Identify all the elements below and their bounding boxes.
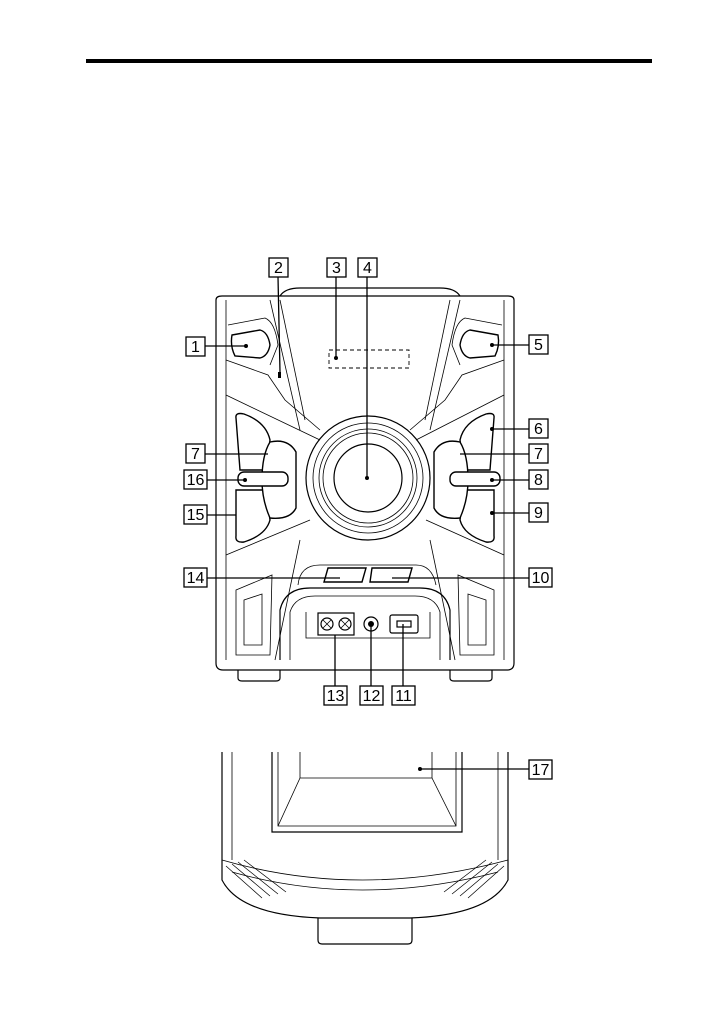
unit-lower-view xyxy=(222,752,508,944)
callout-3: 3 xyxy=(327,258,346,360)
svg-text:7: 7 xyxy=(191,446,200,463)
svg-text:14: 14 xyxy=(187,570,205,587)
svg-text:1: 1 xyxy=(191,339,200,356)
callout-17: 17 xyxy=(418,760,552,779)
svg-text:15: 15 xyxy=(187,507,205,524)
svg-text:17: 17 xyxy=(532,762,550,779)
svg-text:9: 9 xyxy=(534,505,543,522)
callout-4: 4 xyxy=(358,258,377,480)
svg-text:11: 11 xyxy=(395,688,412,705)
callout-11: 11 xyxy=(392,624,415,705)
callout-14: 14 xyxy=(184,568,340,587)
svg-text:4: 4 xyxy=(363,260,372,277)
callout-2: 2 xyxy=(269,258,288,372)
svg-text:3: 3 xyxy=(332,260,341,277)
svg-text:5: 5 xyxy=(534,337,543,354)
svg-text:16: 16 xyxy=(187,472,205,489)
callout-15: 15 xyxy=(184,505,236,524)
callout-12: 12 xyxy=(360,624,383,705)
callout-6: 6 xyxy=(490,419,548,438)
svg-text:6: 6 xyxy=(534,421,543,438)
callout-9: 9 xyxy=(490,503,548,522)
svg-text:13: 13 xyxy=(327,688,345,705)
svg-text:10: 10 xyxy=(532,570,550,587)
svg-text:12: 12 xyxy=(363,688,381,705)
svg-text:2: 2 xyxy=(274,260,283,277)
unit-front-view xyxy=(216,288,514,681)
callout-10: 10 xyxy=(392,568,552,587)
svg-text:7: 7 xyxy=(534,446,543,463)
callout-8: 8 xyxy=(490,470,548,489)
svg-text:8: 8 xyxy=(534,472,543,489)
